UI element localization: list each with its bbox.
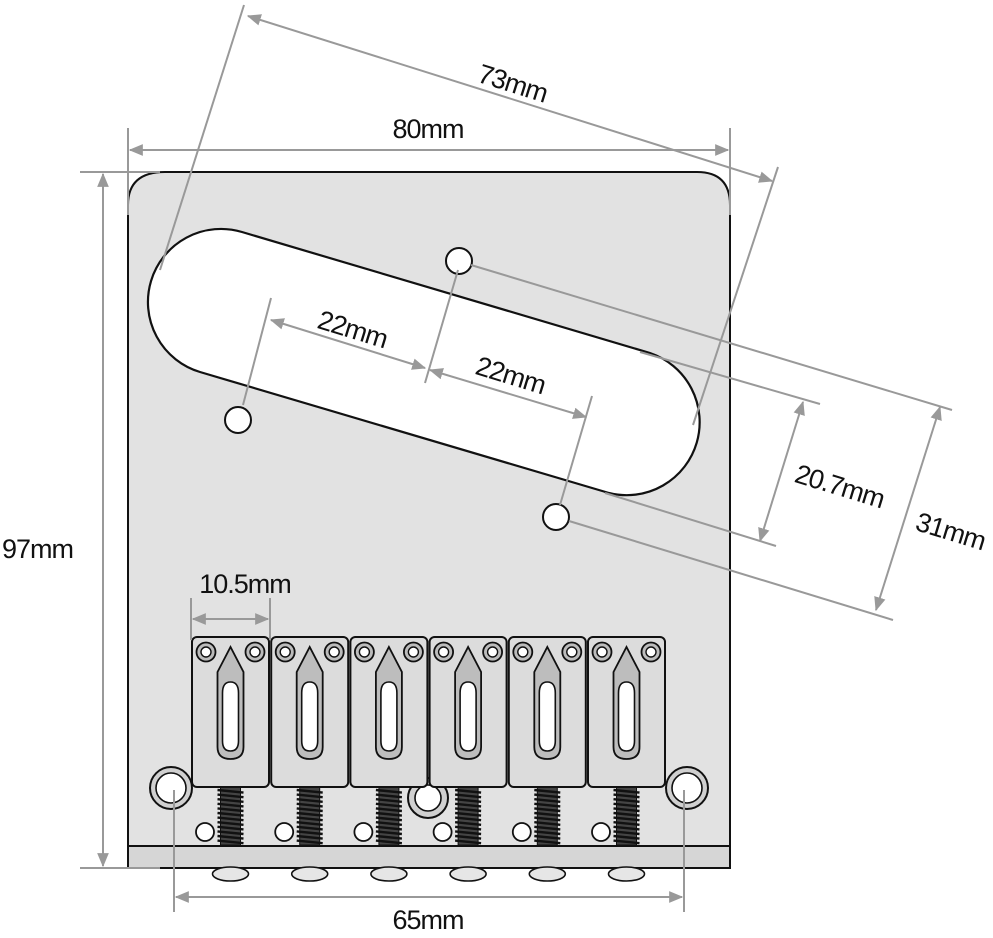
mount-hole-right — [665, 766, 709, 810]
saddle-spring — [454, 786, 482, 846]
saddle-slot-inner — [300, 681, 319, 752]
dim-line-outer-hole-span — [874, 405, 942, 612]
dim-line-slot-width — [758, 400, 805, 543]
string-hole — [432, 822, 453, 842]
string-hole — [353, 822, 374, 842]
saddle-group — [191, 636, 666, 882]
saddle-slot-inner — [459, 681, 477, 752]
label-slot-width: 20.7mm — [791, 459, 887, 514]
saddle — [587, 636, 666, 882]
saddle-screw-head — [528, 866, 567, 882]
pickup-mount-hole-top — [445, 247, 473, 275]
label-plate-width: 80mm — [392, 114, 463, 144]
label-slot-length: 73mm — [474, 58, 551, 108]
dim-line-hole-spacing-right — [428, 368, 588, 419]
saddle-spring — [613, 786, 640, 846]
plate-front-lip — [127, 845, 731, 869]
saddle — [270, 636, 350, 882]
string-hole — [274, 822, 295, 842]
dim-line-hole-spacing-left — [269, 318, 427, 370]
string-hole — [195, 822, 215, 842]
string-hole — [591, 822, 611, 842]
saddle-screw-head — [290, 866, 329, 882]
saddle-screw-head — [370, 866, 408, 882]
saddle-slot-inner — [538, 681, 557, 752]
dimension-lines — [80, 4, 953, 912]
saddle-screw-head — [211, 866, 250, 882]
label-plate-height: 97mm — [2, 534, 73, 564]
label-outer-hole-span: 31mm — [912, 507, 989, 556]
saddle — [428, 636, 508, 882]
saddle-screw-head — [449, 866, 487, 882]
saddle-spring — [534, 786, 561, 846]
saddle-spring — [375, 786, 403, 846]
saddle — [191, 636, 270, 882]
saddle-screw-head — [607, 866, 646, 882]
pickup-mount-hole-left — [224, 406, 252, 434]
saddle — [507, 636, 587, 882]
dim-line-slot-length — [246, 14, 774, 183]
saddle-slot-inner — [221, 681, 240, 752]
saddle-spring — [217, 786, 244, 846]
saddle-slot-inner — [617, 681, 636, 752]
saddle-spring — [296, 786, 323, 846]
label-mount-hole-span: 65mm — [392, 905, 463, 933]
saddle-slot-inner — [380, 681, 398, 752]
mount-hole-left — [149, 766, 193, 810]
pickup-mount-hole-right — [542, 503, 570, 531]
label-saddle-width: 10.5mm — [199, 569, 291, 599]
saddle — [349, 636, 429, 882]
string-hole — [511, 822, 532, 842]
